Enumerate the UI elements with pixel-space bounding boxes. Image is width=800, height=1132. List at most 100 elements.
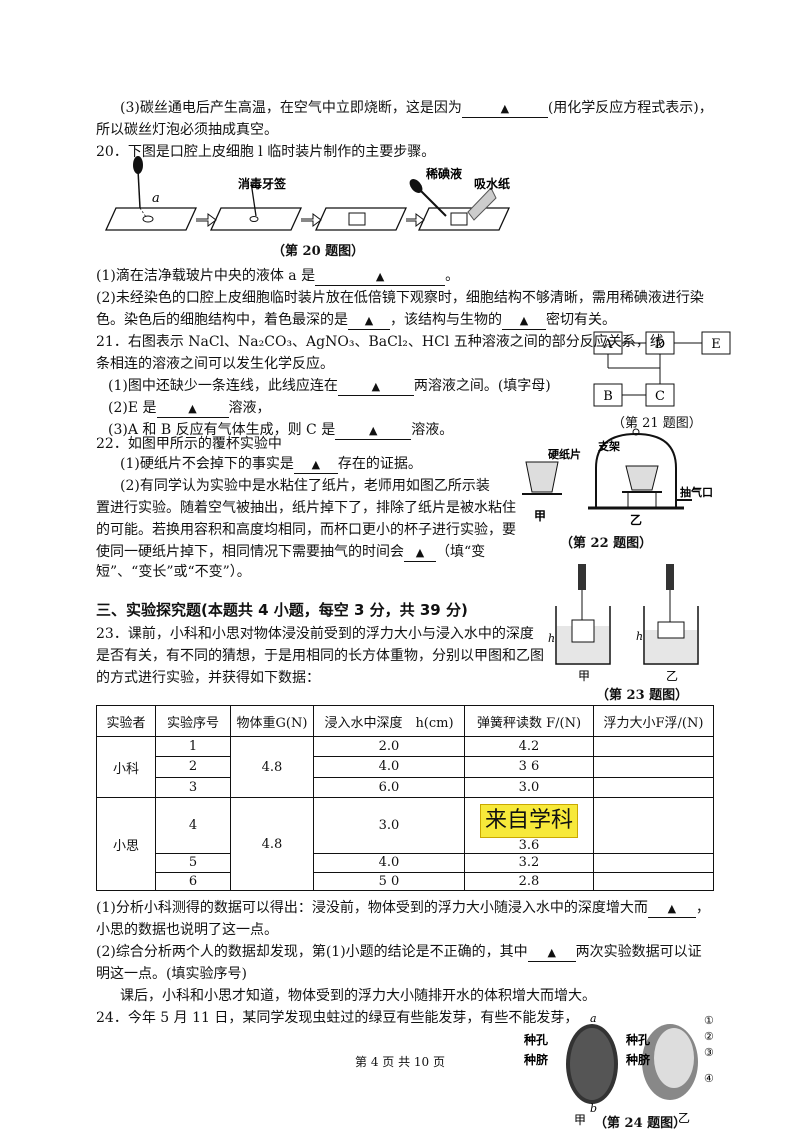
q21-part3: (3)A 和 B 反应有气体生成，则 C 是▲溶液。: [108, 422, 454, 440]
svg-text:h: h: [636, 630, 643, 643]
q20-intro: 20．下图是口腔上皮细胞 l 临时装片制作的主要步骤。: [96, 144, 436, 160]
svg-text:①: ①: [704, 1014, 714, 1027]
q23-line3: 的方式进行实验，并获得如下数据：: [96, 670, 320, 686]
q23-part2: (2)综合分析两个人的数据却发现，第(1)小题的结论是不正确的，其中▲两次实验数…: [96, 944, 702, 962]
answer-blank[interactable]: ▲: [335, 422, 412, 440]
answer-blank[interactable]: ▲: [527, 944, 576, 962]
q23-part1: (1)分析小科测得的数据可以得出：浸没前，物体受到的浮力大小随浸入水中的深度增大…: [96, 900, 710, 918]
col-header: 实验序号: [155, 705, 231, 737]
seed-label-b: b: [590, 1102, 597, 1115]
q24-figure: a b 种孔 种脐 甲 种孔 种脐 ① ② ③ ④ 乙: [523, 1012, 714, 1127]
q21-line1: 21．右图表示 NaCl、Na₂CO₃、AgNO₃、BaCl₂、HCl 五种溶液…: [96, 334, 664, 350]
node-c: C: [655, 389, 665, 404]
q23-after: 课后，小科和小思才知道，物体受到的浮力大小随排开水的体积增大而增大。: [120, 988, 596, 1004]
buoyancy-input[interactable]: [593, 796, 714, 855]
col-header: 浮力大小F浮/(N): [593, 705, 714, 737]
table-row: 小科 1 4.8 2.0 4.2: [96, 735, 714, 798]
answer-blank[interactable]: ▲: [293, 456, 338, 474]
q20-part2-line1: (2)未经染色的口腔上皮细胞临时装片放在低倍镜下观察时，细胞结构不够清晰，需用稀…: [96, 290, 704, 306]
node-d: D: [655, 337, 665, 352]
buoyancy-input[interactable]: [593, 756, 714, 778]
answer-blank[interactable]: ▲: [647, 900, 696, 918]
answer-blank[interactable]: ▲: [348, 312, 390, 330]
answer-blank[interactable]: ▲: [502, 312, 546, 330]
experimenter-cell: 小科: [96, 736, 156, 798]
table-row: 小思 4 4.8 3.0 来自学科 3.6: [96, 796, 714, 891]
table-header: 实验者 实验序号 物体重G(N) 浸入水中深度 h(cm) 弹簧秤读数 F/(N…: [96, 705, 714, 737]
q22-part2-l5: 短”、“变长”或“不变”）。: [96, 564, 251, 580]
q22-part2-l1: (2)有同学认为实验中是水粘住了纸片，老师用如图乙所示装: [120, 478, 490, 494]
q19-3-line1: (3)碳丝通电后产生高温，在空气中立即烧断，这是因为▲(用化学反应方程式表示)，: [120, 100, 713, 118]
q20-figure: a 消毒牙签 稀碘液 吸水纸: [104, 156, 510, 231]
node-e: E: [711, 337, 721, 352]
q21-figure: A D E B C: [593, 331, 731, 407]
answer-blank[interactable]: ▲: [404, 544, 436, 562]
table-row: 3 6.0 3.0: [97, 776, 714, 799]
q24-line1: 24．今年 5 月 11 日，某同学发现虫蛀过的绿豆有些能发芽，有些不能发芽，: [96, 1010, 579, 1026]
watermark-stamp: 来自学科: [479, 804, 578, 839]
buoyancy-input[interactable]: [593, 871, 714, 892]
label-jia: 甲: [534, 509, 546, 523]
svg-text:种脐: 种脐: [625, 1052, 651, 1067]
q23-table: 实验者 实验序号 物体重G(N) 浸入水中深度 h(cm) 弹簧秤读数 F/(N…: [96, 705, 714, 892]
table-row: 5 4.0 3.2: [97, 853, 714, 873]
q21-caption: （第 21 题图）: [612, 416, 702, 431]
svg-text:④: ④: [704, 1072, 714, 1085]
table-row: 2 4.0 3 6: [97, 756, 714, 778]
svg-text:种孔: 种孔: [625, 1032, 650, 1047]
q20-part1: (1)滴在洁净载玻片中央的液体 a 是▲。: [96, 268, 460, 286]
buoyancy-input[interactable]: [593, 776, 714, 799]
q21-part2: (2)E 是▲溶液，: [108, 400, 271, 418]
label-yi: 乙: [678, 1111, 690, 1125]
svg-text:③: ③: [704, 1046, 714, 1059]
label-yi: 乙: [666, 669, 678, 683]
q22-part2-l2: 置进行实验。随着空气被抽出，纸片掉下了，排除了纸片是被水粘住: [96, 500, 516, 516]
weight-cell: 4.8: [230, 736, 314, 798]
label-hilum: 种脐: [523, 1052, 549, 1067]
q19-3-line2: 所以碳丝灯泡必须抽成真空。: [96, 122, 278, 138]
label-jia: 甲: [578, 669, 590, 683]
label-stand: 支架: [597, 439, 620, 453]
q20-caption: （第 20 题图）: [272, 244, 365, 259]
node-b: B: [603, 389, 613, 404]
page-footer: 第 4 页 共 10 页: [355, 1055, 445, 1069]
table-row: 6 5 0 2.8: [97, 871, 714, 892]
q22-figure: 硬纸片 甲 支架 抽气口 乙: [522, 428, 713, 527]
q22-part2-l3: 的可能。若换用容积和高度均相同，而杯口更小的杯子进行实验，要: [96, 522, 516, 538]
q23-figure: h 甲 h 乙: [548, 564, 699, 683]
q22-caption: （第 22 题图）: [560, 536, 653, 551]
label-jia: 甲: [574, 1113, 586, 1127]
q23-line1: 23．课前，小科和小思对物体浸没前受到的浮力大小与浸入水中的深度: [96, 626, 534, 642]
label-a: a: [152, 191, 160, 206]
col-header: 弹簧秤读数 F/(N): [464, 705, 594, 737]
answer-blank[interactable]: ▲: [461, 100, 548, 118]
q23-caption: （第 23 题图）: [596, 688, 689, 703]
experimenter-cell: 小思: [96, 797, 156, 891]
q20-part2-line2: 色。染色后的细胞结构中，着色最深的是▲，该结构与生物的▲密切有关。: [96, 312, 616, 330]
buoyancy-input[interactable]: [593, 853, 714, 873]
q23-line2: 是否有关，有不同的猜想，于是用相同的长方体重物，分别以甲图和乙图: [96, 648, 544, 664]
buoyancy-input[interactable]: [593, 735, 714, 758]
label-h: h: [548, 632, 555, 645]
label-iodine: 稀碘液: [426, 166, 462, 181]
q22-part2-l4: 使同一硬纸片掉下，相同情况下需要抽气的时间会▲（填“变: [96, 544, 486, 562]
label-yi: 乙: [630, 513, 642, 527]
q22-part1: (1)硬纸片不会掉下的事实是▲存在的证据。: [120, 456, 422, 474]
col-header: 物体重G(N): [230, 705, 314, 737]
col-header: 实验者: [96, 705, 156, 737]
section3-heading: 三、实验探究题(本题共 4 小题，每空 3 分，共 39 分): [96, 601, 468, 619]
label-card: 硬纸片: [548, 447, 581, 461]
q21-part1: (1)图中还缺少一条连线，此线应连在▲两溶液之间。(填字母): [108, 378, 551, 396]
label-pump: 抽气口: [680, 485, 713, 499]
answer-blank[interactable]: ▲: [156, 400, 229, 418]
q23-part2-l2: 明这一点。(填实验序号): [96, 966, 247, 982]
weight-cell: 4.8: [230, 797, 314, 891]
answer-blank[interactable]: ▲: [315, 268, 446, 286]
q24-caption: （第 24 题图）: [594, 1116, 687, 1131]
node-a: A: [602, 337, 613, 352]
seed-label-a: a: [590, 1012, 597, 1025]
q21-line2: 条相连的溶液之间可以发生化学反应。: [96, 356, 334, 372]
label-paper: 吸水纸: [474, 176, 510, 191]
q22-line1: 22．如图甲所示的覆杯实验中: [96, 436, 282, 452]
answer-blank[interactable]: ▲: [337, 378, 414, 396]
